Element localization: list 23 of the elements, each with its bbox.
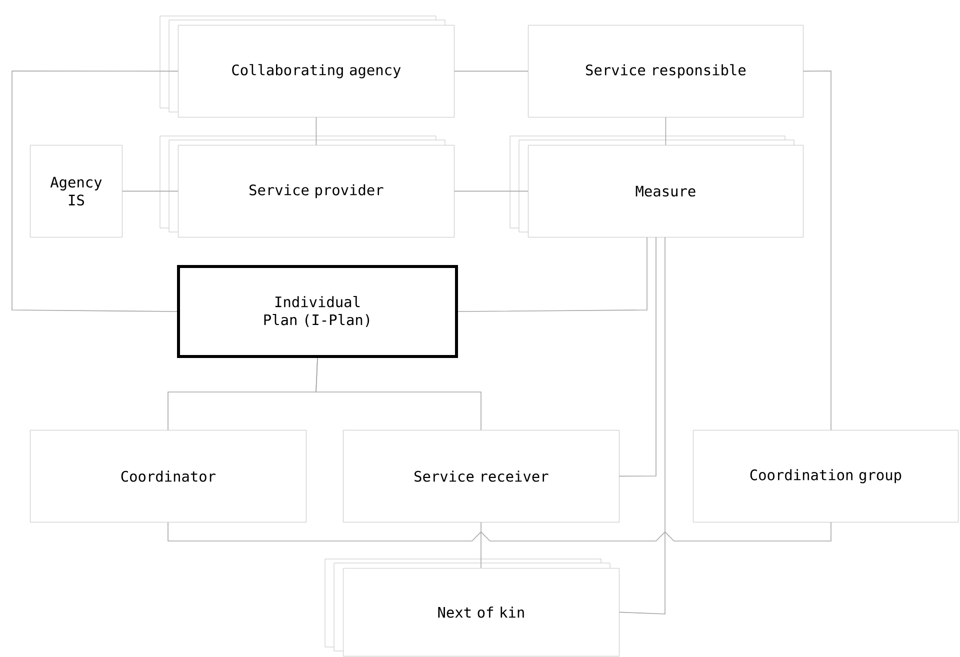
stacked-box: Service provider [160, 136, 454, 238]
connector-line [454, 70, 528, 72]
connector-line [168, 522, 832, 542]
connector-line [619, 237, 666, 614]
connector-line [316, 358, 482, 430]
stacked-box: Measure [510, 136, 804, 238]
stacked-box: Collaborating agency [160, 16, 454, 118]
connector-line [458, 237, 648, 312]
box: Agency IS [30, 145, 122, 238]
box: Coordinator [30, 430, 306, 522]
plan-box: Individual Plan (I-Plan) [177, 265, 458, 358]
box: Coordination group [693, 430, 958, 522]
connector-line [454, 190, 528, 192]
stacked-box: Next of kin [324, 558, 620, 656]
connector-line [803, 70, 832, 430]
connector-line [122, 190, 178, 192]
connector-line [665, 117, 666, 146]
connector-line [619, 237, 656, 477]
connector-line [480, 522, 482, 568]
connector-line [316, 117, 317, 146]
box: Service receiver [343, 430, 620, 522]
connector-line [12, 70, 178, 312]
box: Service responsible [528, 25, 804, 118]
